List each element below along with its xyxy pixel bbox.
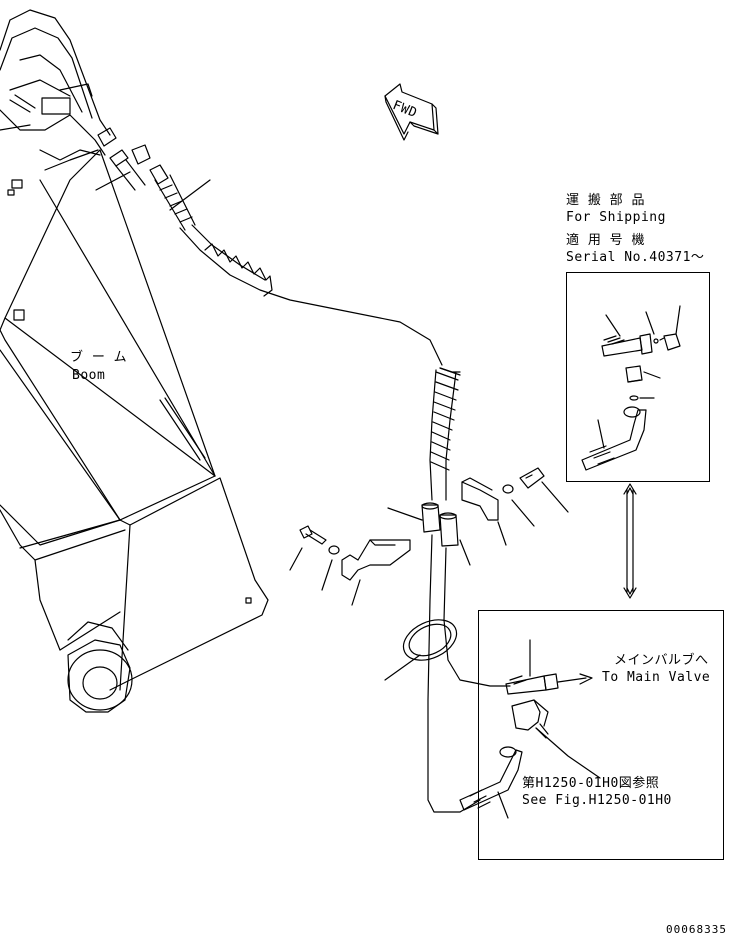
boom-label-jp: ブ ー ム	[70, 350, 128, 365]
boom-label-en: Boom	[72, 368, 106, 383]
main-valve-label-jp: メインバルブへ	[614, 653, 709, 668]
main-valve-detail-box	[478, 610, 724, 860]
left-bracket-hardware	[289, 525, 411, 606]
serial-label-jp: 適 用 号 機	[566, 233, 645, 248]
see-fig-label-en: See Fig.H1250-01H0	[522, 793, 672, 808]
shipping-detail-box	[566, 272, 710, 482]
main-valve-detail-parts	[459, 639, 601, 819]
serial-label-en: Serial No.40371～	[566, 250, 705, 265]
upper-hose-assembly	[95, 144, 443, 366]
main-valve-label-en: To Main Valve	[602, 670, 711, 685]
drawing-number: 00068335	[666, 923, 727, 936]
shipping-label-jp: 運 搬 部 品	[566, 193, 645, 208]
shipping-label-en: For Shipping	[566, 210, 666, 225]
vertical-hose-assembly	[384, 367, 511, 813]
see-fig-label-jp: 第H1250-01H0図参照	[522, 776, 660, 791]
boom-structure	[0, 9, 269, 713]
right-bracket-hardware	[461, 467, 569, 546]
fwd-arrow-icon	[384, 83, 439, 141]
shipping-detail-parts	[581, 305, 681, 471]
connection-double-arrow	[623, 483, 637, 599]
